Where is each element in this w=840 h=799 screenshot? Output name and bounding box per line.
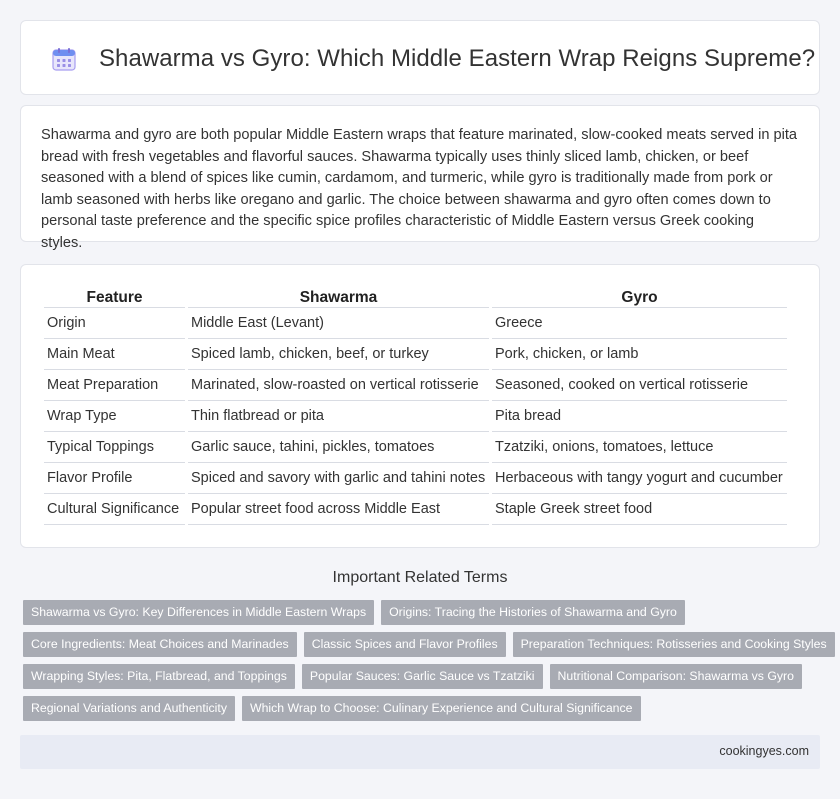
table-cell: Flavor Profile xyxy=(44,463,185,494)
related-term-tag[interactable]: Preparation Techniques: Rotisseries and … xyxy=(512,632,835,657)
table-cell: Thin flatbread or pita xyxy=(188,401,489,432)
table-row: Meat Preparation Marinated, slow-roasted… xyxy=(44,370,787,401)
footer-bar: cookingyes.com xyxy=(20,735,820,769)
column-header-feature: Feature xyxy=(44,285,185,308)
table-header-row: Feature Shawarma Gyro xyxy=(44,285,787,308)
comparison-table: Feature Shawarma Gyro Origin Middle East… xyxy=(41,285,790,525)
table-cell: Popular street food across Middle East xyxy=(188,494,489,525)
table-row: Wrap Type Thin flatbread or pita Pita br… xyxy=(44,401,787,432)
table-cell: Origin xyxy=(44,308,185,339)
table-cell: Spiced lamb, chicken, beef, or turkey xyxy=(188,339,489,370)
comparison-table-card: Feature Shawarma Gyro Origin Middle East… xyxy=(20,264,820,548)
table-cell: Tzatziki, onions, tomatoes, lettuce xyxy=(492,432,787,463)
tag-row: Shawarma vs Gyro: Key Differences in Mid… xyxy=(23,600,823,625)
related-terms-tags: Shawarma vs Gyro: Key Differences in Mid… xyxy=(23,600,835,728)
table-row: Typical Toppings Garlic sauce, tahini, p… xyxy=(44,432,787,463)
table-cell: Marinated, slow-roasted on vertical roti… xyxy=(188,370,489,401)
table-row: Main Meat Spiced lamb, chicken, beef, or… xyxy=(44,339,787,370)
page-title: Shawarma vs Gyro: Which Middle Eastern W… xyxy=(99,45,816,72)
related-terms-heading: Important Related Terms xyxy=(332,569,508,586)
header-card: Shawarma vs Gyro: Which Middle Eastern W… xyxy=(20,20,820,95)
intro-paragraph: Shawarma and gyro are both popular Middl… xyxy=(41,127,798,251)
related-term-tag[interactable]: Origins: Tracing the Histories of Shawar… xyxy=(381,600,685,625)
table-cell: Cultural Significance xyxy=(44,494,185,525)
table-cell: Main Meat xyxy=(44,339,185,370)
site-name[interactable]: cookingyes.com xyxy=(719,744,809,758)
tag-row: Core Ingredients: Meat Choices and Marin… xyxy=(23,632,835,657)
tag-row: Wrapping Styles: Pita, Flatbread, and To… xyxy=(23,664,823,689)
table-cell: Meat Preparation xyxy=(44,370,185,401)
table-cell: Pork, chicken, or lamb xyxy=(492,339,787,370)
calendar-icon xyxy=(51,46,77,72)
related-term-tag[interactable]: Core Ingredients: Meat Choices and Marin… xyxy=(23,632,297,657)
column-header-gyro: Gyro xyxy=(492,285,787,308)
table-cell: Middle East (Levant) xyxy=(188,308,489,339)
table-cell: Greece xyxy=(492,308,787,339)
related-term-tag[interactable]: Nutritional Comparison: Shawarma vs Gyro xyxy=(549,664,802,689)
table-cell: Garlic sauce, tahini, pickles, tomatoes xyxy=(188,432,489,463)
intro-card: Shawarma and gyro are both popular Middl… xyxy=(20,105,820,251)
table-cell: Herbaceous with tangy yogurt and cucumbe… xyxy=(492,463,787,494)
table-cell: Typical Toppings xyxy=(44,432,185,463)
table-cell: Spiced and savory with garlic and tahini… xyxy=(188,463,489,494)
related-term-tag[interactable]: Classic Spices and Flavor Profiles xyxy=(303,632,506,657)
table-row: Origin Middle East (Levant) Greece xyxy=(44,308,787,339)
column-header-shawarma: Shawarma xyxy=(188,285,489,308)
table-cell: Wrap Type xyxy=(44,401,185,432)
related-term-tag[interactable]: Which Wrap to Choose: Culinary Experienc… xyxy=(241,696,641,721)
table-row: Flavor Profile Spiced and savory with ga… xyxy=(44,463,787,494)
related-term-tag[interactable]: Regional Variations and Authenticity xyxy=(23,696,235,721)
table-cell: Staple Greek street food xyxy=(492,494,787,525)
table-cell: Seasoned, cooked on vertical rotisserie xyxy=(492,370,787,401)
related-term-tag[interactable]: Shawarma vs Gyro: Key Differences in Mid… xyxy=(23,600,375,625)
related-term-tag[interactable]: Wrapping Styles: Pita, Flatbread, and To… xyxy=(23,664,295,689)
table-row: Cultural Significance Popular street foo… xyxy=(44,494,787,525)
table-cell: Pita bread xyxy=(492,401,787,432)
tag-row: Regional Variations and Authenticity Whi… xyxy=(23,696,823,721)
related-term-tag[interactable]: Popular Sauces: Garlic Sauce vs Tzatziki xyxy=(301,664,543,689)
